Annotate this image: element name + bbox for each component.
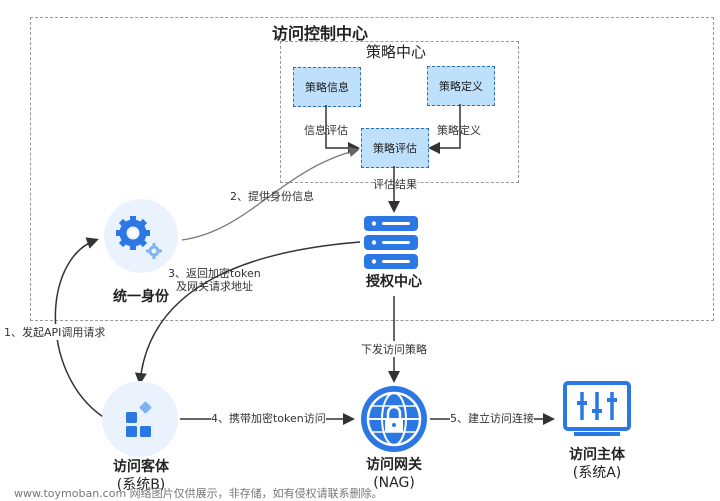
identity-title: 统一身份 [113, 289, 169, 305]
auth-to-client-curve [134, 241, 361, 385]
identity-to-eval-curve [181, 146, 360, 241]
def-to-eval-arrow [428, 104, 461, 154]
policy-definition-box: 策略定义 [427, 66, 495, 106]
step3-label-line1: 3、返回加密token [168, 267, 261, 280]
access-control-center-title: 访问控制中心 [272, 24, 369, 43]
eval-result-label: 评估结果 [373, 176, 417, 192]
gear-icon [104, 199, 178, 273]
step3-label-line2: 及网关请求地址 [176, 280, 253, 293]
step4-label: 4、携带加密token访问 [211, 410, 326, 426]
auth-center-title: 授权中心 [366, 274, 422, 290]
access-control-center-container [30, 17, 714, 321]
info-to-eval-arrow [325, 105, 360, 154]
subject-subtitle: (系统A) [572, 465, 622, 481]
monitor-sliders-icon [563, 381, 631, 436]
step2-label: 2、提供身份信息 [230, 190, 314, 203]
server-stack-icon [364, 216, 418, 269]
footer-watermark: www.toymoban.com 网络图片仅供展示，非存储，如有侵权请联系删除。 [14, 487, 383, 500]
policy-info-box: 策略信息 [293, 67, 361, 107]
policy-def-label: 策略定义 [437, 124, 481, 137]
step1-label: 1、发起API调用请求 [4, 324, 106, 340]
client-title: 访问客体 [113, 459, 169, 475]
app-blocks-icon [102, 381, 178, 457]
step5-label: 5、建立访问连接 [450, 410, 534, 426]
globe-lock-icon [361, 386, 427, 452]
gateway-title: 访问网关 [366, 457, 422, 473]
gateway-subtitle: (NAG) [373, 475, 415, 491]
client-subtitle: (系统B) [116, 477, 166, 493]
subject-title: 访问主体 [569, 447, 625, 463]
issue-policy-label: 下发访问策略 [361, 341, 427, 357]
policy-center-title: 策略中心 [366, 43, 427, 61]
client-to-identity-curve [54, 237, 109, 421]
